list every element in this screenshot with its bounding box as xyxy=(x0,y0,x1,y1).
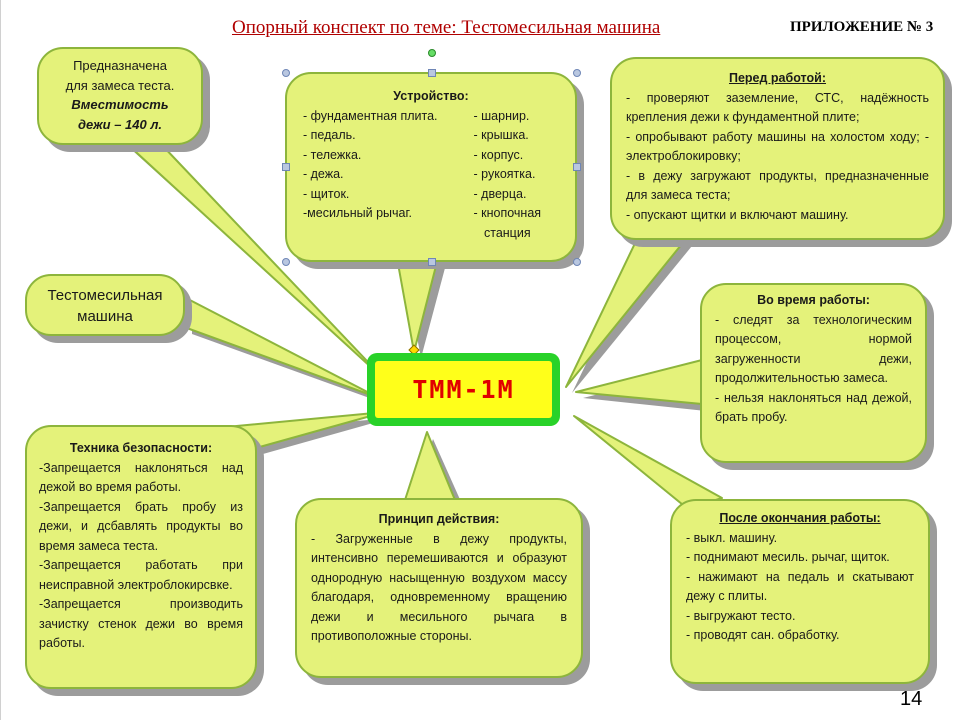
selection-handle[interactable] xyxy=(573,163,581,171)
after-work-title: После окончания работы: xyxy=(719,511,881,525)
device-part: - фундаментная плита. xyxy=(303,108,438,123)
before-work-item: - в дежу загружают продукты, предназначе… xyxy=(626,168,929,203)
during-work-item: - следят за технологическим процессом, н… xyxy=(715,312,912,386)
device-part: - дверца. xyxy=(473,186,527,201)
device-part: - крышка. xyxy=(473,128,529,142)
safety-item: -Запрещается работать при неисправной эл… xyxy=(39,558,243,592)
selection-handle[interactable] xyxy=(282,258,290,266)
before-work-title: Перед работой: xyxy=(728,71,826,85)
device-title: Устройство: xyxy=(393,89,469,103)
device-part: станция xyxy=(483,225,531,240)
device-part: - педаль. xyxy=(303,128,356,142)
safety-item: -Запрещается брать пробу из дежи, и дсба… xyxy=(39,499,243,553)
center-node: ТММ-1М xyxy=(367,353,560,426)
rotation-handle[interactable] xyxy=(428,49,436,57)
purpose-callout: Предназначена для замеса теста. Вместимо… xyxy=(37,47,203,145)
principle-text: - Загруженные в дежу продукты, интенсивн… xyxy=(311,531,567,644)
device-parts-table: - фундаментная плита. - шарнир. - педаль.… xyxy=(303,107,541,244)
device-part: -месильный рычаг. xyxy=(303,206,412,220)
device-part: - шарнир. xyxy=(473,108,530,123)
safety-title: Техника безопасности: xyxy=(69,441,213,455)
appendix-label: ПРИЛОЖЕНИЕ № 3 xyxy=(790,19,934,35)
principle-callout: Принцип действия: - Загруженные в дежу п… xyxy=(295,498,583,678)
principle-title: Принцип действия: xyxy=(378,512,500,526)
after-work-item: - выгружают тесто. xyxy=(686,608,796,623)
machine-name-line: машина xyxy=(77,308,133,325)
during-work-item: - нельзя наклоняться над дежой, брать пр… xyxy=(715,390,912,425)
safety-item: -Запрещается производить зачистку стенок… xyxy=(39,597,243,650)
before-work-item: - опробывают работу машины на холостом х… xyxy=(626,129,929,164)
device-part: - корпус. xyxy=(473,147,524,162)
after-work-item: - проводят сан. обработку. xyxy=(686,628,840,642)
before-work-callout: Перед работой: - проверяют заземление, С… xyxy=(610,57,945,240)
before-work-item: - проверяют заземление, СТС, надёжность … xyxy=(626,90,929,125)
machine-name-callout: Тестомесильная машина xyxy=(25,274,185,336)
safety-item: -Запрещается наклоняться над дежой во вр… xyxy=(39,460,243,495)
during-work-callout: Во время работы: - следят за технологиче… xyxy=(700,283,927,463)
purpose-line: Предназначена xyxy=(73,58,167,73)
purpose-line: для замеса теста. xyxy=(65,77,175,93)
device-part: - кнопочная xyxy=(473,206,542,220)
tail-principle xyxy=(404,431,456,501)
device-part: - дежа. xyxy=(303,167,344,181)
center-label: ТММ-1М xyxy=(375,361,552,418)
selection-handle[interactable] xyxy=(282,163,290,171)
purpose-line: Вместимость xyxy=(71,97,169,112)
device-part: - щиток. xyxy=(303,186,350,201)
page-title: Опорный конспект по теме: Тестомесильная… xyxy=(232,17,661,38)
before-work-item: - опускают щитки и включают машину. xyxy=(626,207,849,222)
selection-handle[interactable] xyxy=(428,258,436,266)
machine-name-line: Тестомесильная xyxy=(47,287,163,304)
during-work-title: Во время работы: xyxy=(757,293,870,307)
selection-handle[interactable] xyxy=(282,69,290,77)
device-callout: Устройство: - фундаментная плита. - шарни… xyxy=(285,72,577,262)
after-work-item: - поднимают месиль. рычаг, щиток. xyxy=(686,550,890,564)
after-work-item: - выкл. машину. xyxy=(686,530,778,545)
device-part: - рукоятка. xyxy=(473,167,536,181)
after-work-item: - нажимают на педаль и скатывают дежу с … xyxy=(686,569,914,604)
page-number: 14 xyxy=(900,688,923,710)
purpose-line: дежи – 140 л. xyxy=(77,116,163,132)
left-border xyxy=(0,0,1,720)
tail-shadow-safety xyxy=(232,418,391,454)
selection-handle[interactable] xyxy=(428,69,436,77)
selection-handle[interactable] xyxy=(573,258,581,266)
after-work-callout: После окончания работы: - выкл. машину. … xyxy=(670,499,930,684)
device-part: - тележка. xyxy=(303,147,362,162)
safety-callout: Техника безопасности: -Запрещается накло… xyxy=(25,425,257,689)
selection-handle[interactable] xyxy=(573,69,581,77)
